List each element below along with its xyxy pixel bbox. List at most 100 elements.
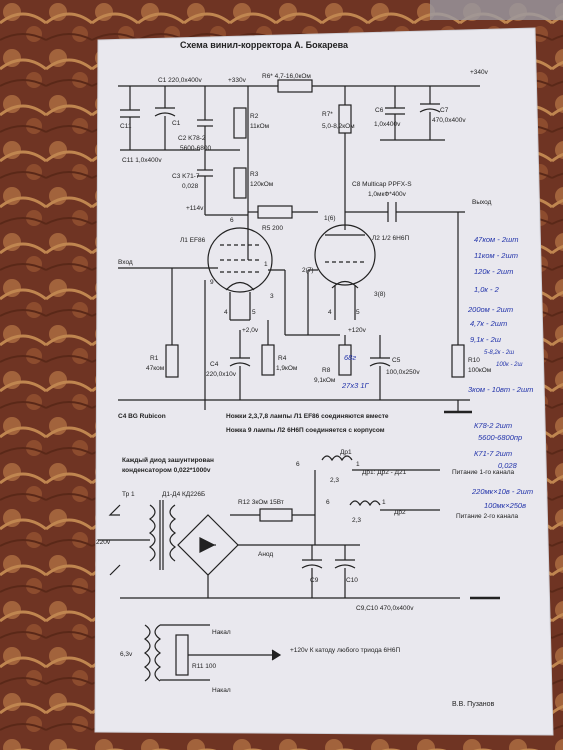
diode-note-2: конденсатором 0,022*1000v [122,467,211,474]
label-c1b: C1 [172,120,181,127]
handwritten-note-2: 11ком - 2шт [474,251,518,260]
label-r4: R4 [278,355,287,362]
handwritten-note-6: 4,7к - 2шт [470,319,507,328]
label-r12: R12 3кОм 15Вт [238,499,284,506]
label-c9: C9 [310,577,319,584]
label-nakal-top: Накал [212,629,231,636]
label-v120-cathode: +120v К катоду любого триода 6Н6П [290,646,400,654]
label-pin4b: 4 [328,309,332,316]
label-r4-value: 1,9кОм [276,365,298,372]
label-d1d4: Д1-Д4 КД226Б [162,491,205,498]
label-power-ch1: Питание 1-го канала [452,469,514,476]
handwritten-note-17: 220мк×10в - 2шт [471,487,533,496]
label-dr1-dr2: Др1: Др2 - Д21 [362,469,407,476]
label-c10: C10 [346,577,358,584]
label-220v: 220v [96,539,111,546]
label-vhod: Вход [118,259,133,266]
handwritten-note-4: 1,0к - 2 [474,285,500,294]
label-p1a: 1 [356,461,360,468]
label-dr1: Др1 [340,449,352,456]
label-c6: C6 [375,107,384,114]
label-c6-value: 1,0x400v [374,121,401,128]
label-pin5a: 5 [252,309,256,316]
diode-note-1: Каждый диод зашунтирован [122,456,214,464]
label-v114: +114v [186,205,204,212]
label-pin3-8: 3(8) [374,291,386,298]
handwritten-note-8: 5-8,2к - 2ш [484,350,514,356]
label-pin3: 3 [270,293,274,300]
handwritten-note-15: К71-7 2шт [474,449,512,458]
note-pins-l1: Ножки 2,3,7,8 лампы Л1 EF86 соединяются … [226,413,389,420]
label-pin9: 9 [210,279,214,286]
label-pin4a: 4 [224,309,228,316]
label-pin5b: 5 [356,309,360,316]
label-anod: Анод [258,551,273,558]
handwritten-note-10: 3ком - 10вт - 2шт [468,385,533,394]
label-c7-value: 470,0x400v [432,117,466,124]
label-c4-bg: C4 BG Rubicon [118,413,166,420]
label-6-3v: 6,3v [120,651,133,658]
label-power-ch2: Питание 2-го канала [456,513,518,520]
label-l2: Л2 1/2 6Н6П [372,235,409,242]
label-r11: R11 100 [192,663,216,670]
label-dr2: Др2 [394,509,406,516]
label-r1: R1 [150,355,159,362]
label-pin2-7: 2(7) [302,267,314,274]
label-c2-value: 5600-6800 [180,145,211,152]
label-p23b: 2,3 [352,517,361,524]
label-v340: +340v [470,69,489,76]
label-nakal-bottom: Накал [212,687,231,694]
label-c3-value: 0,028 [182,183,199,190]
label-r7: R7* [322,111,333,118]
label-c1: C1 220,0x400v [158,77,202,84]
handwritten-note-7: 9,1к - 2ш [470,335,502,344]
handwritten-note-9: 100к - 2ш [496,362,523,368]
label-vyhod: Выход [472,199,492,206]
author-name: В.В. Пузанов [452,701,495,708]
label-c11-full: C11 1,0x400v [122,157,162,164]
label-c5: C5 [392,357,401,364]
label-p1b: 1 [382,499,386,506]
handwritten-note-14: 5600-6800пр [478,433,522,442]
handwritten-note-1: 47ком - 2шт [474,235,519,244]
label-tr1: Тр 1 [122,491,135,498]
label-v2: +2,0v [242,327,259,334]
label-r6: R6* 4,7-16,0кОм [262,73,311,80]
label-r8-value: 9,1кОм [314,377,336,384]
handwritten-note-5: 200ом - 2шт [467,305,513,314]
label-c8: C8 Multicap PPFX-S [352,181,412,188]
label-c8-value: 1,0мкФ*400v [368,191,407,198]
label-p6b: 6 [326,499,330,506]
label-c9-c10: C9,C10 470,0x400v [356,605,414,612]
label-r3-value: 120кОм [250,181,274,188]
label-r10: R10 [468,357,480,364]
label-r7-value: 5,0-8,2кОм [322,123,355,130]
handwritten-note-3: 120к - 2шт [474,267,513,276]
label-r2: R2 [250,113,259,120]
label-v330: +330v [228,77,247,84]
label-c7: C7 [440,107,449,114]
label-l1: Л1 EF86 [180,237,206,244]
label-c11: C11 [120,123,132,130]
label-c2: C2 K78-2 [178,135,206,142]
label-p6a: 6 [296,461,300,468]
label-pin1: 1 [264,261,268,268]
handwritten-note-18: 100мк×250в [484,501,526,510]
label-r5: R5 200 [262,225,283,232]
label-r1-value: 47ком [146,365,165,372]
label-c5-value: 100,0x250v [386,369,420,376]
schematic-title: Схема винил-корректора А. Бокарева [180,40,349,50]
paper-sheet [94,27,554,736]
label-v120: +120v [348,327,367,334]
handwritten-note-13: К78-2 2шт [474,421,512,430]
label-pin6: 6 [230,217,234,224]
label-c4: C4 [210,361,219,368]
handwritten-note-12: 27х3 1Г [341,381,370,390]
handwritten-note-16: 0,028 [498,461,518,470]
label-c3: C3 K71-7 [172,173,200,180]
label-r3: R3 [250,171,259,178]
note-pin-l2: Ножка 9 лампы Л2 6Н6П соединяется с корп… [226,427,385,434]
label-c4-value: 220,0x10v [206,371,237,378]
label-p23a: 2,3 [330,477,339,484]
